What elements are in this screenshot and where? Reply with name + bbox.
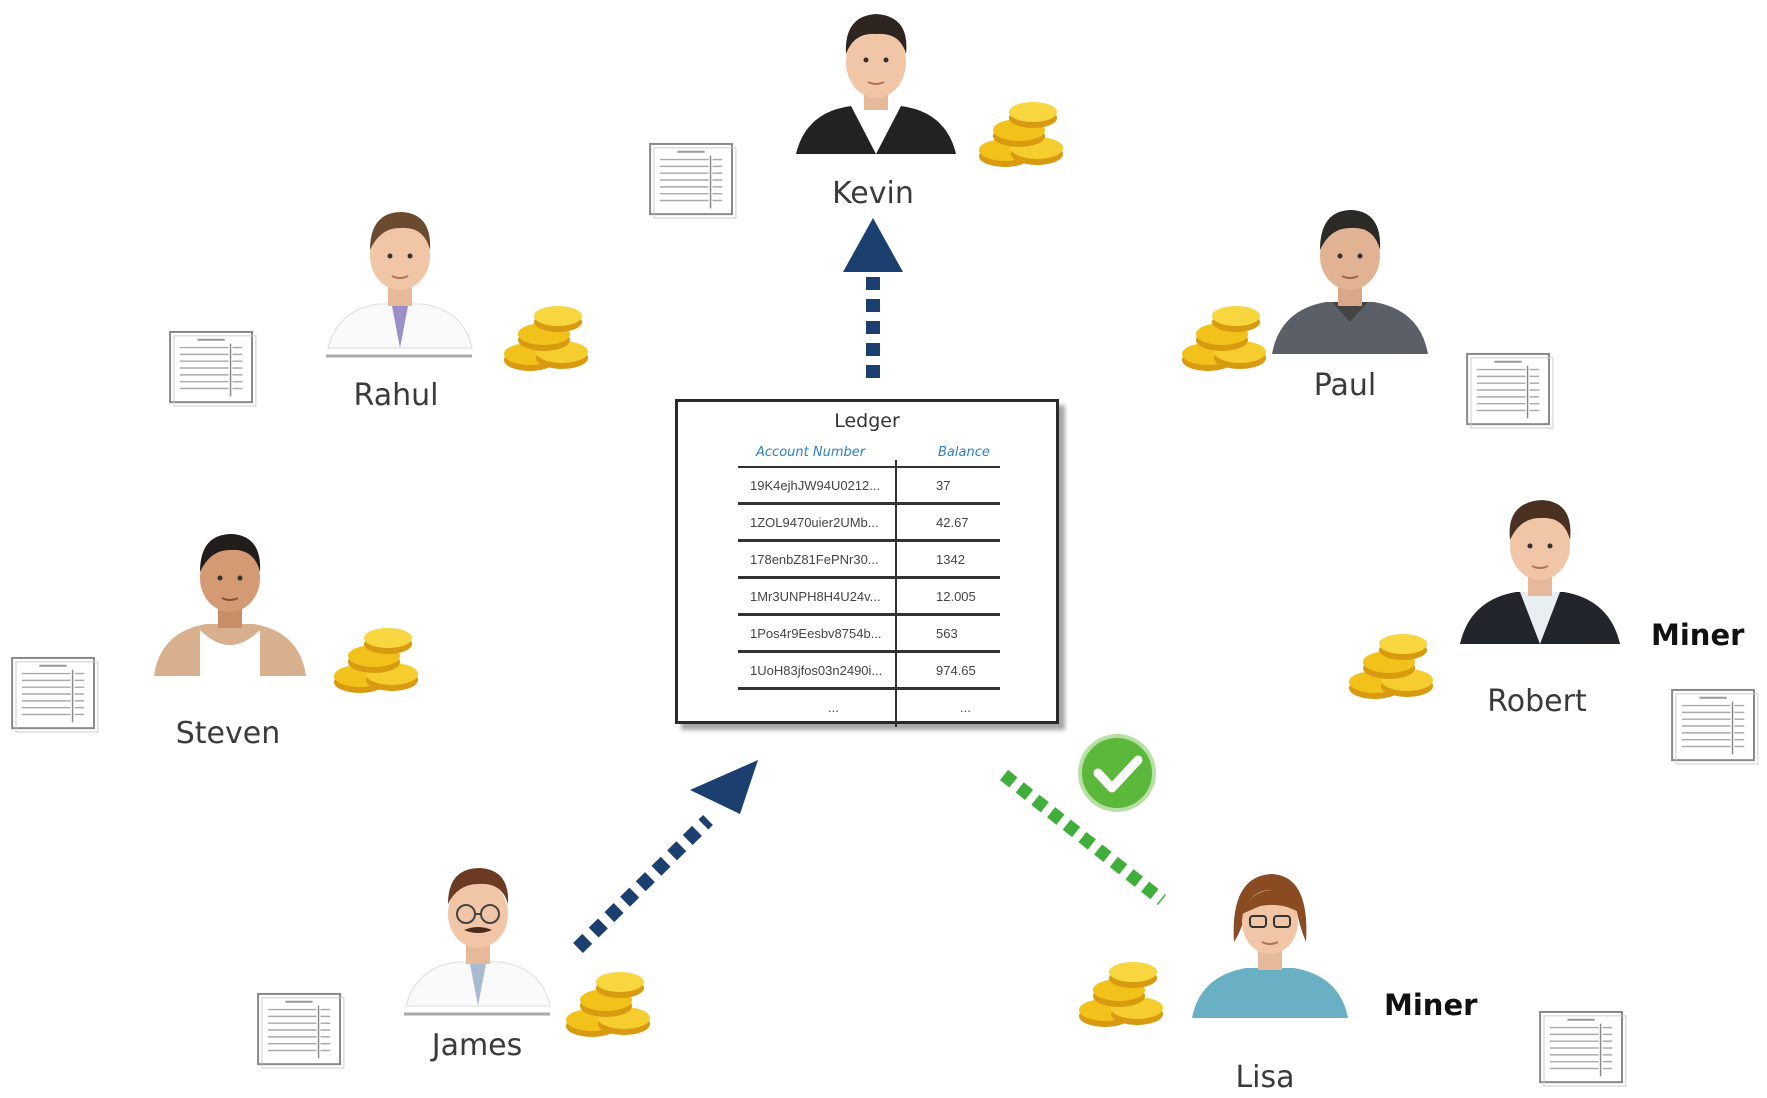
robert-name: Robert [1487, 684, 1587, 719]
ledger-table: Account Number Balance 19K4ejhJW94U0212.… [738, 442, 1000, 724]
account-cell: 1ZOL9470uier2UMb... [750, 515, 879, 530]
ledger-document-icon [11, 656, 99, 734]
balance-cell: 974.65 [936, 663, 976, 678]
paul-name: Paul [1313, 368, 1377, 403]
lisa-name: Lisa [1235, 1060, 1295, 1095]
table-row: ... ... [738, 690, 1000, 724]
table-row: 178enbZ81FePNr30... 1342 [738, 542, 1000, 579]
robert-miner-label: Miner [1651, 618, 1745, 652]
rahul-avatar-icon [326, 212, 473, 358]
ledger-document-icon [1539, 1010, 1627, 1088]
balance-cell: 563 [936, 626, 958, 641]
ledger-title: Ledger [834, 410, 900, 432]
steven-name: Steven [175, 716, 281, 751]
account-number-header: Account Number [756, 445, 866, 460]
coins-icon [1182, 306, 1266, 371]
table-row: 19K4ejhJW94U0212... 37 [738, 468, 1000, 505]
arrow-from-james [573, 760, 758, 953]
kevin-avatar-icon [796, 14, 956, 154]
balance-cell: ... [960, 700, 971, 715]
ledger-column-divider [895, 460, 897, 727]
coins-icon [1079, 962, 1163, 1027]
check-icon [1078, 734, 1156, 812]
balance-header: Balance [938, 445, 990, 460]
coins-icon [1349, 634, 1433, 699]
ledger-document-icon [1466, 352, 1554, 430]
ledger-document-icon [169, 330, 257, 408]
paul-avatar-icon [1272, 210, 1428, 354]
robert-avatar-icon [1460, 500, 1620, 644]
ledger-document: Ledger Account Number Balance 19K4ejhJW9… [675, 399, 1059, 727]
table-row: 1UoH83jfos03n2490i... 974.65 [738, 653, 1000, 690]
balance-cell: 42.67 [936, 515, 969, 530]
balance-cell: 37 [936, 478, 951, 493]
rahul-name: Rahul [353, 378, 439, 413]
ledger-document-icon [649, 142, 737, 220]
balance-cell: 12.005 [936, 589, 976, 604]
balance-cell: 1342 [936, 552, 965, 567]
coins-icon [566, 972, 650, 1037]
account-cell: 19K4ejhJW94U0212... [750, 478, 881, 493]
account-cell: 1UoH83jfos03n2490i... [750, 663, 883, 678]
ledger-document-icon [1671, 688, 1759, 766]
table-row: 1ZOL9470uier2UMb... 42.67 [738, 505, 1000, 542]
arrow-to-lisa [999, 769, 1167, 906]
lisa-avatar-icon [1192, 874, 1348, 1018]
account-cell: 1Mr3UNPH8H4U24v... [750, 589, 881, 604]
coins-icon [504, 306, 588, 371]
ledger-header-row: Account Number Balance [738, 442, 1000, 468]
steven-avatar-icon [154, 534, 306, 676]
lisa-miner-label: Miner [1384, 988, 1478, 1022]
coins-icon [334, 628, 418, 693]
account-cell: ... [828, 700, 839, 715]
kevin-name: Kevin [832, 176, 914, 211]
ledger-document-icon [257, 992, 345, 1070]
table-row: 1Mr3UNPH8H4U24v... 12.005 [738, 579, 1000, 616]
coins-icon [979, 102, 1063, 167]
table-row: 1Pos4r9Eesbv8754b... 563 [738, 616, 1000, 653]
account-cell: 178enbZ81FePNr30... [750, 552, 879, 567]
james-name: James [431, 1028, 523, 1063]
account-cell: 1Pos4r9Eesbv8754b... [750, 626, 882, 641]
arrow-to-kevin [843, 218, 903, 378]
james-avatar-icon [404, 868, 551, 1016]
